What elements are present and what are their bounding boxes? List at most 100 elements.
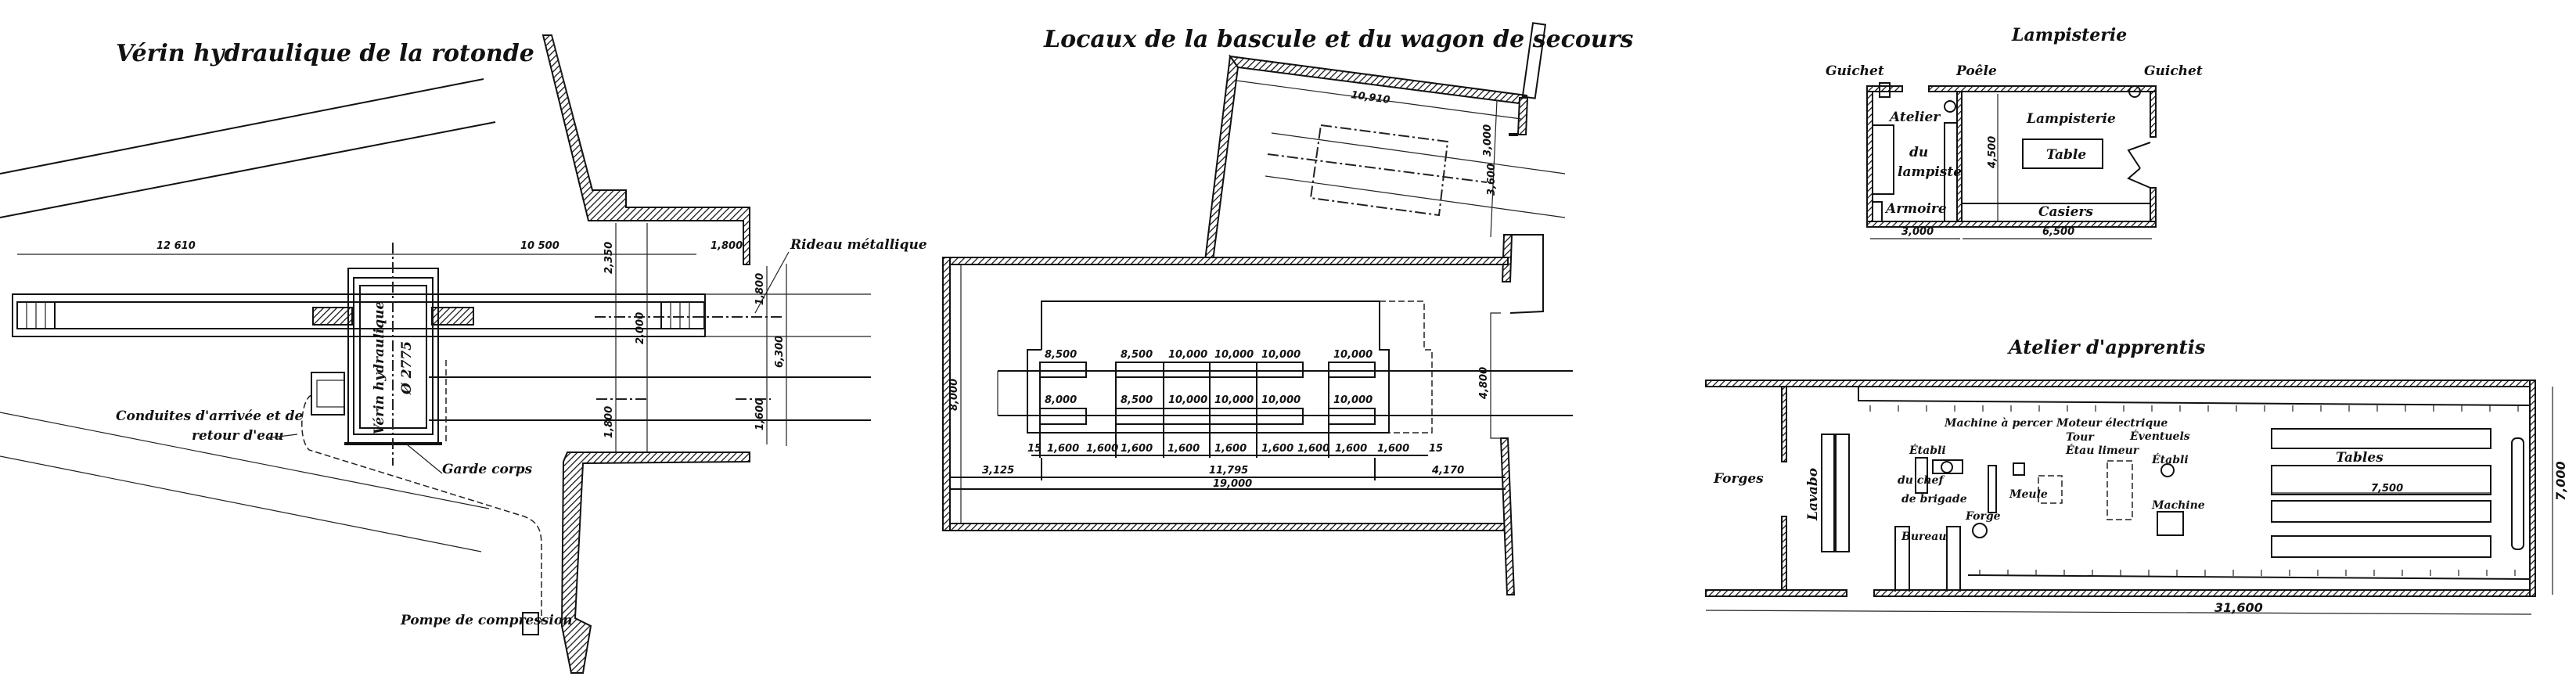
workbench bbox=[1872, 124, 1894, 195]
upper-wall bbox=[541, 34, 750, 265]
door-icon bbox=[2127, 142, 2151, 189]
plan-title: Locaux de la bascule et du wagon de seco… bbox=[1043, 26, 1634, 53]
spacing-label: 1,600 bbox=[1335, 443, 1367, 455]
label-machine: Machine bbox=[2151, 499, 2205, 512]
motor-icon bbox=[2013, 462, 2025, 476]
label-conduites: Conduites d'arrivée et de bbox=[116, 408, 303, 424]
weight-label: 10,000 bbox=[1214, 349, 1254, 361]
scale-plate bbox=[1039, 362, 1087, 378]
weighbridge-room: 8,000 4,800 8,5008,0008,5008,50010,00010… bbox=[942, 234, 1573, 595]
spacing-label: 1,600 bbox=[1086, 443, 1118, 455]
label-lavabo: Lavabo bbox=[1805, 468, 1821, 521]
plan-title: Atelier d'apprentis bbox=[2007, 336, 2206, 358]
spacing-label: 1,600 bbox=[1121, 443, 1153, 455]
label-armoire: Armoire bbox=[1884, 201, 1947, 217]
label-conduites: retour d'eau bbox=[192, 428, 283, 444]
dimension-label: 2,000 bbox=[635, 312, 646, 344]
label-casiers: Casiers bbox=[2038, 204, 2093, 220]
drilling-machine bbox=[1932, 459, 1963, 474]
forge-icon bbox=[1972, 523, 1988, 538]
stove-icon bbox=[1944, 100, 1956, 113]
scale-plate bbox=[1115, 362, 1164, 378]
leader-line bbox=[265, 434, 298, 439]
table bbox=[2022, 139, 2103, 169]
spacing-label: 15 bbox=[1429, 443, 1443, 455]
shaper-outline bbox=[2106, 460, 2133, 520]
label-lampiste: lampiste bbox=[1898, 164, 1962, 180]
lathe-outline bbox=[2038, 475, 2063, 504]
leader-line bbox=[754, 251, 790, 314]
plan-title: Vérin hydraulique de la rotonde bbox=[116, 40, 534, 67]
label-guichet: Guichet bbox=[2144, 63, 2203, 79]
dimension-label: 12 610 bbox=[157, 240, 196, 252]
dimension-label: 19,000 bbox=[1213, 478, 1252, 490]
dimension-label: 3,125 bbox=[982, 465, 1014, 477]
lower-wall bbox=[560, 452, 750, 674]
workbench-bottom bbox=[1967, 574, 2531, 580]
table bbox=[2271, 465, 2491, 495]
wagon-shed: 10,910 3,000 3,600 bbox=[1203, 22, 1566, 282]
label-eventuels: Éventuels bbox=[2129, 429, 2190, 443]
spacing-label: 1,600 bbox=[1167, 443, 1200, 455]
hydraulic-jack: Vérin hydraulique Ø 2775 bbox=[311, 243, 447, 466]
workbench-top bbox=[1858, 387, 2531, 406]
label-meule: Meule bbox=[2009, 488, 2048, 501]
dimension-label: 11,795 bbox=[1209, 465, 1248, 477]
plan-title: Lampisterie bbox=[2011, 25, 2127, 45]
weight-label: 8,000 bbox=[1045, 394, 1077, 406]
weight-label: 8,500 bbox=[1121, 349, 1153, 361]
dimension-label: 3,000 bbox=[1482, 124, 1494, 157]
side-bench bbox=[2511, 437, 2524, 550]
label-bureau: Bureau bbox=[1901, 531, 1947, 543]
dimension-label: 10,910 bbox=[1350, 89, 1391, 106]
label-lampisterie: Lampisterie bbox=[2026, 111, 2116, 127]
label-atelier: Atelier bbox=[1888, 110, 1941, 125]
machine bbox=[2157, 511, 2184, 536]
table bbox=[2271, 535, 2491, 558]
weight-label: 10,000 bbox=[1333, 349, 1373, 361]
label-pompe: Pompe de compression bbox=[400, 613, 573, 628]
spacing-label: 15 bbox=[1027, 443, 1042, 455]
pump-icon bbox=[522, 612, 539, 635]
label-diametre: Ø 2775 bbox=[399, 341, 415, 395]
weight-label: 10,000 bbox=[1168, 394, 1207, 406]
weight-label: 8,500 bbox=[1121, 394, 1153, 406]
dimension-label: 2,350 bbox=[603, 242, 615, 274]
label-forge: Forge bbox=[1965, 510, 2001, 523]
guichet-icon bbox=[1879, 82, 1891, 98]
scale-plate bbox=[1328, 362, 1376, 378]
dimension-label: 1,800 bbox=[603, 406, 615, 438]
plan-atelier-apprentis: Atelier d'apprentis Forges Lavabo bbox=[1705, 336, 2568, 615]
spacing-label: 1,600 bbox=[1377, 443, 1409, 455]
spacing-label: 1,600 bbox=[1214, 443, 1247, 455]
plan-bascule: Locaux de la bascule et du wagon de seco… bbox=[942, 22, 1634, 595]
table bbox=[2271, 500, 2491, 523]
spacing-label: 1,600 bbox=[1261, 443, 1293, 455]
table bbox=[2271, 428, 2491, 449]
leader-line bbox=[406, 444, 443, 474]
label-table: Table bbox=[2046, 147, 2086, 163]
meule bbox=[1988, 465, 1997, 513]
spacing-label: 1,600 bbox=[1047, 443, 1079, 455]
rotunda-track-line bbox=[0, 412, 490, 509]
dimension-label: 7,500 bbox=[2371, 483, 2403, 495]
bureau bbox=[1894, 526, 1910, 592]
label-machine-percer: Machine à percer bbox=[1944, 417, 2053, 430]
scale-plate bbox=[1209, 362, 1257, 378]
dimension-label: 1,600 bbox=[754, 398, 766, 430]
label-de-brigade: de brigade bbox=[1901, 493, 1967, 506]
label-etabli: Établi bbox=[1909, 443, 1946, 457]
spacing-label: 1,600 bbox=[1297, 443, 1329, 455]
vertical-dimensions: 2,350 2,000 6,300 1,800 1,800 1,600 bbox=[596, 223, 787, 452]
weight-label: 10,000 bbox=[1333, 394, 1373, 406]
guichet-icon bbox=[2128, 85, 2141, 98]
dimension-label: 3,000 bbox=[1901, 226, 1934, 238]
dimension-label: 3,600 bbox=[1486, 164, 1498, 196]
dimension-label: 4,500 bbox=[1987, 136, 1999, 169]
weighbridge-pit bbox=[1027, 300, 1390, 434]
label-garde-corps: Garde corps bbox=[442, 462, 533, 477]
label-tour: Tour bbox=[2066, 431, 2095, 444]
weight-label: 10,000 bbox=[1261, 349, 1301, 361]
rotunda-track-line bbox=[0, 455, 482, 552]
